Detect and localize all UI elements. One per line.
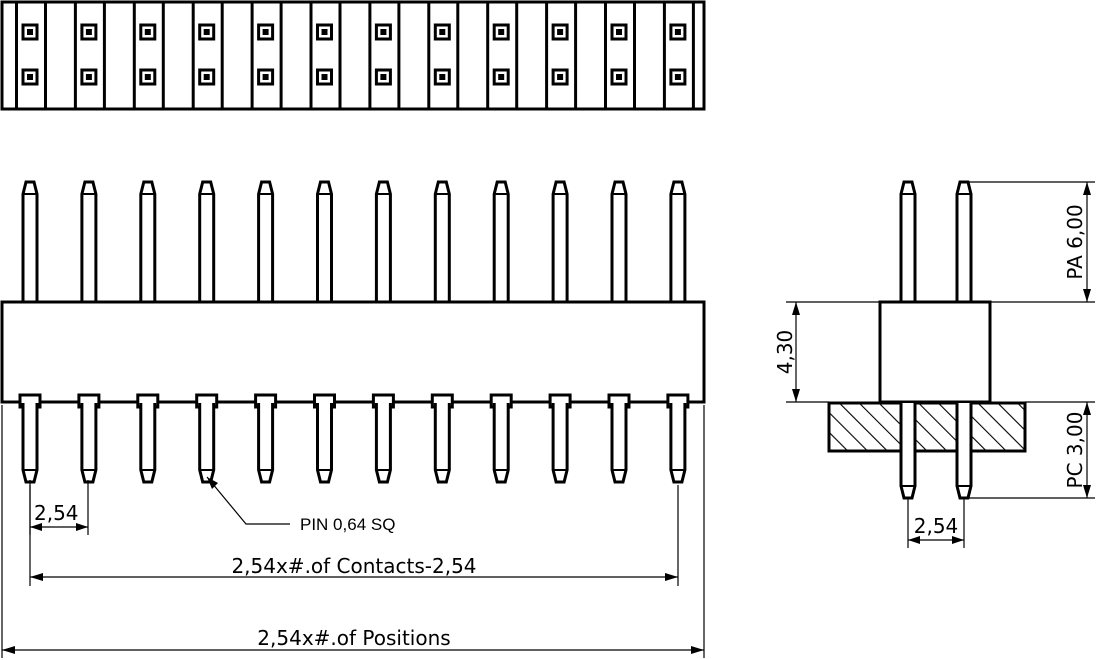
body-height-label: 4,30 — [773, 330, 797, 375]
pin-square-core — [674, 29, 681, 35]
pin — [899, 403, 917, 500]
pin-square-core — [439, 29, 446, 35]
pin — [955, 403, 973, 500]
pin-square-core — [321, 74, 328, 80]
pin — [492, 403, 510, 484]
pin-square-core — [380, 29, 387, 35]
pin-above-dimension: PA 6,00 — [967, 181, 1095, 303]
pin — [492, 180, 510, 303]
side-view-pcb-section — [827, 401, 1027, 453]
pin — [80, 403, 98, 484]
front-view-body — [0, 300, 706, 404]
pin-square-core — [321, 29, 328, 35]
pin-square-core — [616, 74, 622, 80]
pin-below-label: PC 3,00 — [1063, 412, 1087, 489]
pin-square-core — [262, 74, 269, 80]
pitch-dimension-label: 2,54 — [34, 501, 79, 525]
pin — [80, 180, 98, 303]
contacts-span-label: 2,54x#.of Contacts-2,54 — [231, 554, 476, 578]
front-upper-pins — [21, 180, 687, 303]
pin-square-core — [27, 29, 33, 35]
body-height-dimension: 4,30 — [773, 301, 880, 403]
pin-square-core — [27, 74, 33, 80]
pin — [610, 180, 628, 303]
pin-square-core — [439, 74, 446, 80]
pin-square-core — [203, 29, 210, 35]
top-view — [0, 0, 706, 111]
side-pitch-dimension: 2,54 — [907, 498, 965, 548]
pin-square-core — [557, 74, 564, 80]
pin-below-dimension: PC 3,00 — [967, 401, 1095, 499]
pin — [316, 180, 333, 303]
side-view-body — [878, 300, 992, 404]
pin-square-core — [85, 74, 92, 80]
side-upper-pins — [899, 180, 973, 303]
pin — [433, 180, 451, 303]
side-lower-pins — [899, 400, 973, 500]
positions-span-dimension: 2,54x#.of Positions — [1, 405, 705, 658]
pin — [610, 403, 628, 484]
pin — [551, 180, 569, 303]
pin-square-core — [262, 29, 269, 35]
contacts-span-dimension: 2,54x#.of Contacts-2,54 — [29, 485, 679, 586]
pin-square-core — [380, 74, 387, 80]
pin — [669, 403, 687, 484]
pin-square-core — [557, 29, 564, 35]
pin — [374, 180, 392, 303]
pin-square-core — [144, 74, 151, 80]
pin — [198, 403, 216, 484]
front-view — [0, 180, 706, 484]
pitch-dimension: 2,54 — [29, 480, 89, 535]
side-pitch-label: 2,54 — [914, 514, 959, 538]
pin-square-core — [203, 74, 210, 80]
pin-square-core — [85, 29, 92, 35]
pin-square-core — [498, 29, 505, 35]
pin — [955, 180, 973, 303]
pin-note: PIN 0,64 SQ — [206, 476, 395, 534]
pin-square-core — [616, 29, 622, 35]
front-lower-pins — [18, 393, 690, 484]
pin — [139, 180, 157, 303]
pin — [21, 180, 39, 303]
pin — [316, 403, 333, 484]
pin — [374, 403, 392, 484]
side-view — [827, 180, 1027, 500]
pin-square-core — [674, 74, 681, 80]
pin — [198, 180, 216, 303]
pin — [669, 180, 687, 303]
positions-span-label: 2,54x#.of Positions — [257, 626, 450, 650]
pin-note-label: PIN 0,64 SQ — [300, 515, 395, 534]
pin-square-core — [144, 29, 151, 35]
pin-square-core — [498, 74, 505, 80]
pin — [899, 180, 917, 303]
pin — [551, 403, 569, 484]
pin — [257, 180, 275, 303]
top-view-outline — [0, 0, 706, 111]
top-view-cells — [15, 2, 695, 109]
pin — [139, 403, 157, 484]
pin-above-label: PA 6,00 — [1063, 204, 1087, 279]
pin — [433, 403, 451, 484]
pin — [257, 403, 275, 484]
